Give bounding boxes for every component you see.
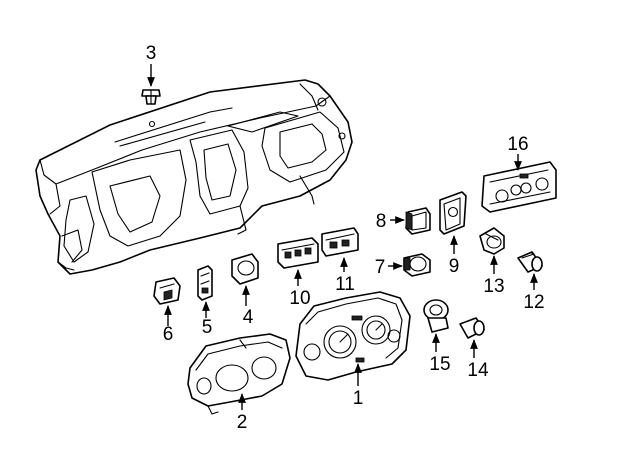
part-9-bezel [439,191,467,235]
callout-1: 1 [353,388,364,409]
callout-11: 11 [335,274,355,295]
part-10-switch-block [277,237,319,269]
part-3-clip [141,89,161,105]
part-2-cluster-bezel [187,333,291,415]
part-15-ring [423,299,449,333]
part-12-lighter [517,251,543,273]
callout-labels: 1 2 3 4 5 6 7 8 9 10 11 12 13 14 15 16 [146,43,545,433]
part-13-switch [479,227,505,255]
instrument-panel [35,79,353,275]
part-4-rotary-switch [231,253,259,285]
callout-9: 9 [449,256,460,277]
part-11-switch-block [321,227,359,257]
part-8-switch [405,207,431,235]
callout-10: 10 [289,288,310,309]
callout-15: 15 [429,354,450,375]
part-1-instrument-cluster [295,291,411,381]
callout-6: 6 [163,324,174,345]
callout-4: 4 [243,307,254,328]
callout-7: 7 [375,257,386,278]
part-7-knob [403,253,431,277]
part-14-socket [459,317,485,339]
part-6-connector [153,277,181,305]
callout-3: 3 [146,43,157,64]
part-5-module [197,265,213,301]
callout-14: 14 [467,360,489,381]
callout-13: 13 [483,276,504,297]
callout-16: 16 [507,134,528,155]
part-16-climate-control [481,161,557,213]
leader-lines [147,64,538,410]
callout-2: 2 [237,412,248,433]
callout-12: 12 [523,292,544,313]
callout-5: 5 [202,317,213,338]
callout-8: 8 [376,211,387,232]
